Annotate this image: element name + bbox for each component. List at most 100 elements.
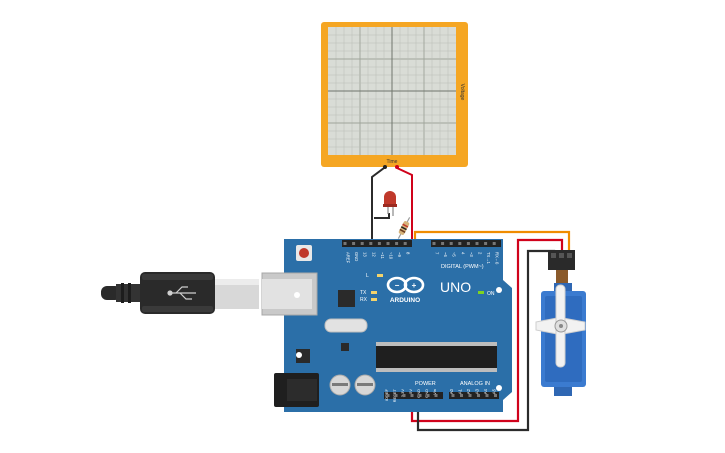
analog-pin-hole[interactable] bbox=[468, 394, 472, 397]
power-pin-label: Vin bbox=[432, 389, 437, 395]
wire-led-gnd[interactable] bbox=[374, 213, 390, 219]
analog-pin-label: A4 bbox=[483, 388, 488, 394]
digital-pin-hole[interactable] bbox=[395, 242, 399, 245]
usb-plug-metal-shade bbox=[215, 279, 259, 285]
servo-mount-tab bbox=[554, 386, 572, 396]
oscilloscope-probe-negative[interactable] bbox=[383, 165, 387, 169]
mounting-hole bbox=[296, 352, 302, 358]
analog-pin-hole[interactable] bbox=[477, 394, 480, 397]
digital-pin-hole[interactable] bbox=[386, 242, 390, 245]
servo-lead bbox=[556, 270, 568, 286]
resistor-band-2 bbox=[400, 226, 407, 231]
digital-pin-hole[interactable] bbox=[432, 242, 436, 245]
chip-socket bbox=[376, 342, 497, 346]
servo-motor[interactable] bbox=[535, 250, 586, 396]
oscilloscope[interactable]: Time Voltage bbox=[321, 22, 468, 169]
digital-pin-hole[interactable] bbox=[403, 242, 407, 245]
analog-pin-label: A2 bbox=[466, 388, 471, 394]
arduino-logo-plus: + bbox=[412, 281, 417, 290]
digital-header-left bbox=[342, 240, 412, 247]
onboard-led-l bbox=[377, 274, 383, 277]
led-rim bbox=[383, 204, 397, 207]
power-pin-hole[interactable] bbox=[394, 394, 398, 397]
digital-pin-label: AREF bbox=[346, 252, 351, 264]
digital-pin-hole[interactable] bbox=[352, 242, 356, 245]
digital-pin-hole[interactable] bbox=[441, 242, 445, 245]
digital-pin-hole[interactable] bbox=[466, 242, 470, 245]
onboard-led-on bbox=[478, 291, 484, 294]
servo-connector-pin bbox=[551, 253, 556, 258]
analog-pin-label: A3 bbox=[475, 388, 480, 394]
onboard-led-on-label: ON bbox=[487, 291, 495, 297]
digital-header-label: DIGITAL (PWM~) bbox=[441, 264, 484, 270]
oscilloscope-probe-positive[interactable] bbox=[395, 165, 399, 169]
analog-pin-hole[interactable] bbox=[460, 394, 463, 397]
chip-socket bbox=[376, 368, 497, 372]
analog-pin-hole[interactable] bbox=[485, 394, 489, 397]
power-pin-hole[interactable] bbox=[402, 394, 406, 397]
digital-pin-label: 4 bbox=[460, 252, 465, 255]
capacitor-mark bbox=[332, 383, 348, 386]
analog-pin-label: A5 bbox=[492, 388, 497, 394]
analog-pin-hole[interactable] bbox=[494, 394, 497, 397]
digital-pin-label: 7 bbox=[435, 252, 440, 255]
digital-pin-label: ~10 bbox=[389, 252, 394, 260]
digital-pin-hole[interactable] bbox=[475, 242, 479, 245]
servo-connector-pin bbox=[559, 253, 564, 258]
wire-servo-signal[interactable] bbox=[413, 230, 571, 255]
wire-servo-power[interactable] bbox=[410, 238, 564, 423]
digital-pin-label: 2 bbox=[478, 252, 483, 255]
power-pin-hole[interactable] bbox=[386, 394, 390, 397]
digital-pin-label: 13 bbox=[363, 252, 368, 257]
led[interactable] bbox=[383, 191, 397, 216]
power-pin-label: GND bbox=[424, 389, 429, 398]
analog-header bbox=[449, 392, 499, 399]
digital-pin-label: ~5 bbox=[452, 252, 457, 257]
power-pin-hole[interactable] bbox=[426, 394, 430, 397]
mounting-hole bbox=[496, 385, 502, 391]
digital-pin-hole[interactable] bbox=[449, 242, 453, 245]
servo-connector-pin bbox=[567, 253, 572, 258]
analog-pin-label: A0 bbox=[449, 388, 454, 394]
digital-pin-hole[interactable] bbox=[458, 242, 462, 245]
digital-pin-label: ~11 bbox=[380, 252, 385, 259]
usb-strain-rib bbox=[128, 283, 131, 303]
digital-pin-label: RX←0 bbox=[495, 252, 500, 265]
digital-header-right bbox=[431, 240, 501, 247]
usb-b-jack-face bbox=[262, 279, 312, 309]
power-pin-hole[interactable] bbox=[418, 394, 422, 397]
digital-pin-hole[interactable] bbox=[377, 242, 381, 245]
onboard-led-tx-label: TX bbox=[360, 290, 367, 296]
arduino-brand-label: ARDUINO bbox=[390, 297, 420, 304]
arduino-logo-minus: − bbox=[395, 281, 400, 290]
led-body bbox=[384, 191, 396, 206]
wire-scope-black[interactable] bbox=[371, 167, 385, 243]
resistor[interactable] bbox=[396, 216, 413, 240]
digital-pin-hole[interactable] bbox=[492, 242, 496, 245]
resistor-band-3 bbox=[402, 223, 409, 228]
digital-pin-hole[interactable] bbox=[484, 242, 488, 245]
dc-power-jack-inner bbox=[287, 379, 317, 401]
power-pin-hole[interactable] bbox=[410, 394, 414, 397]
digital-pin-hole[interactable] bbox=[369, 242, 373, 245]
oscilloscope-y-label: Voltage bbox=[459, 84, 465, 101]
digital-pin-hole[interactable] bbox=[360, 242, 364, 245]
resistor-band-1 bbox=[399, 228, 406, 233]
servo-screw-icon bbox=[559, 324, 563, 328]
analog-pin-hole[interactable] bbox=[451, 394, 455, 397]
usb-cable[interactable] bbox=[101, 272, 259, 314]
power-pin-hole[interactable] bbox=[434, 394, 438, 397]
usb-controller-chip bbox=[338, 290, 355, 307]
oscilloscope-grid bbox=[328, 27, 456, 155]
reset-button-cap[interactable] bbox=[299, 248, 309, 258]
wire-scope-red[interactable] bbox=[396, 167, 413, 243]
digital-pin-hole[interactable] bbox=[343, 242, 347, 245]
usb-plug-grip bbox=[142, 306, 213, 312]
onboard-led-l-label: L bbox=[366, 273, 369, 279]
digital-pin-label: ~3 bbox=[469, 252, 474, 257]
